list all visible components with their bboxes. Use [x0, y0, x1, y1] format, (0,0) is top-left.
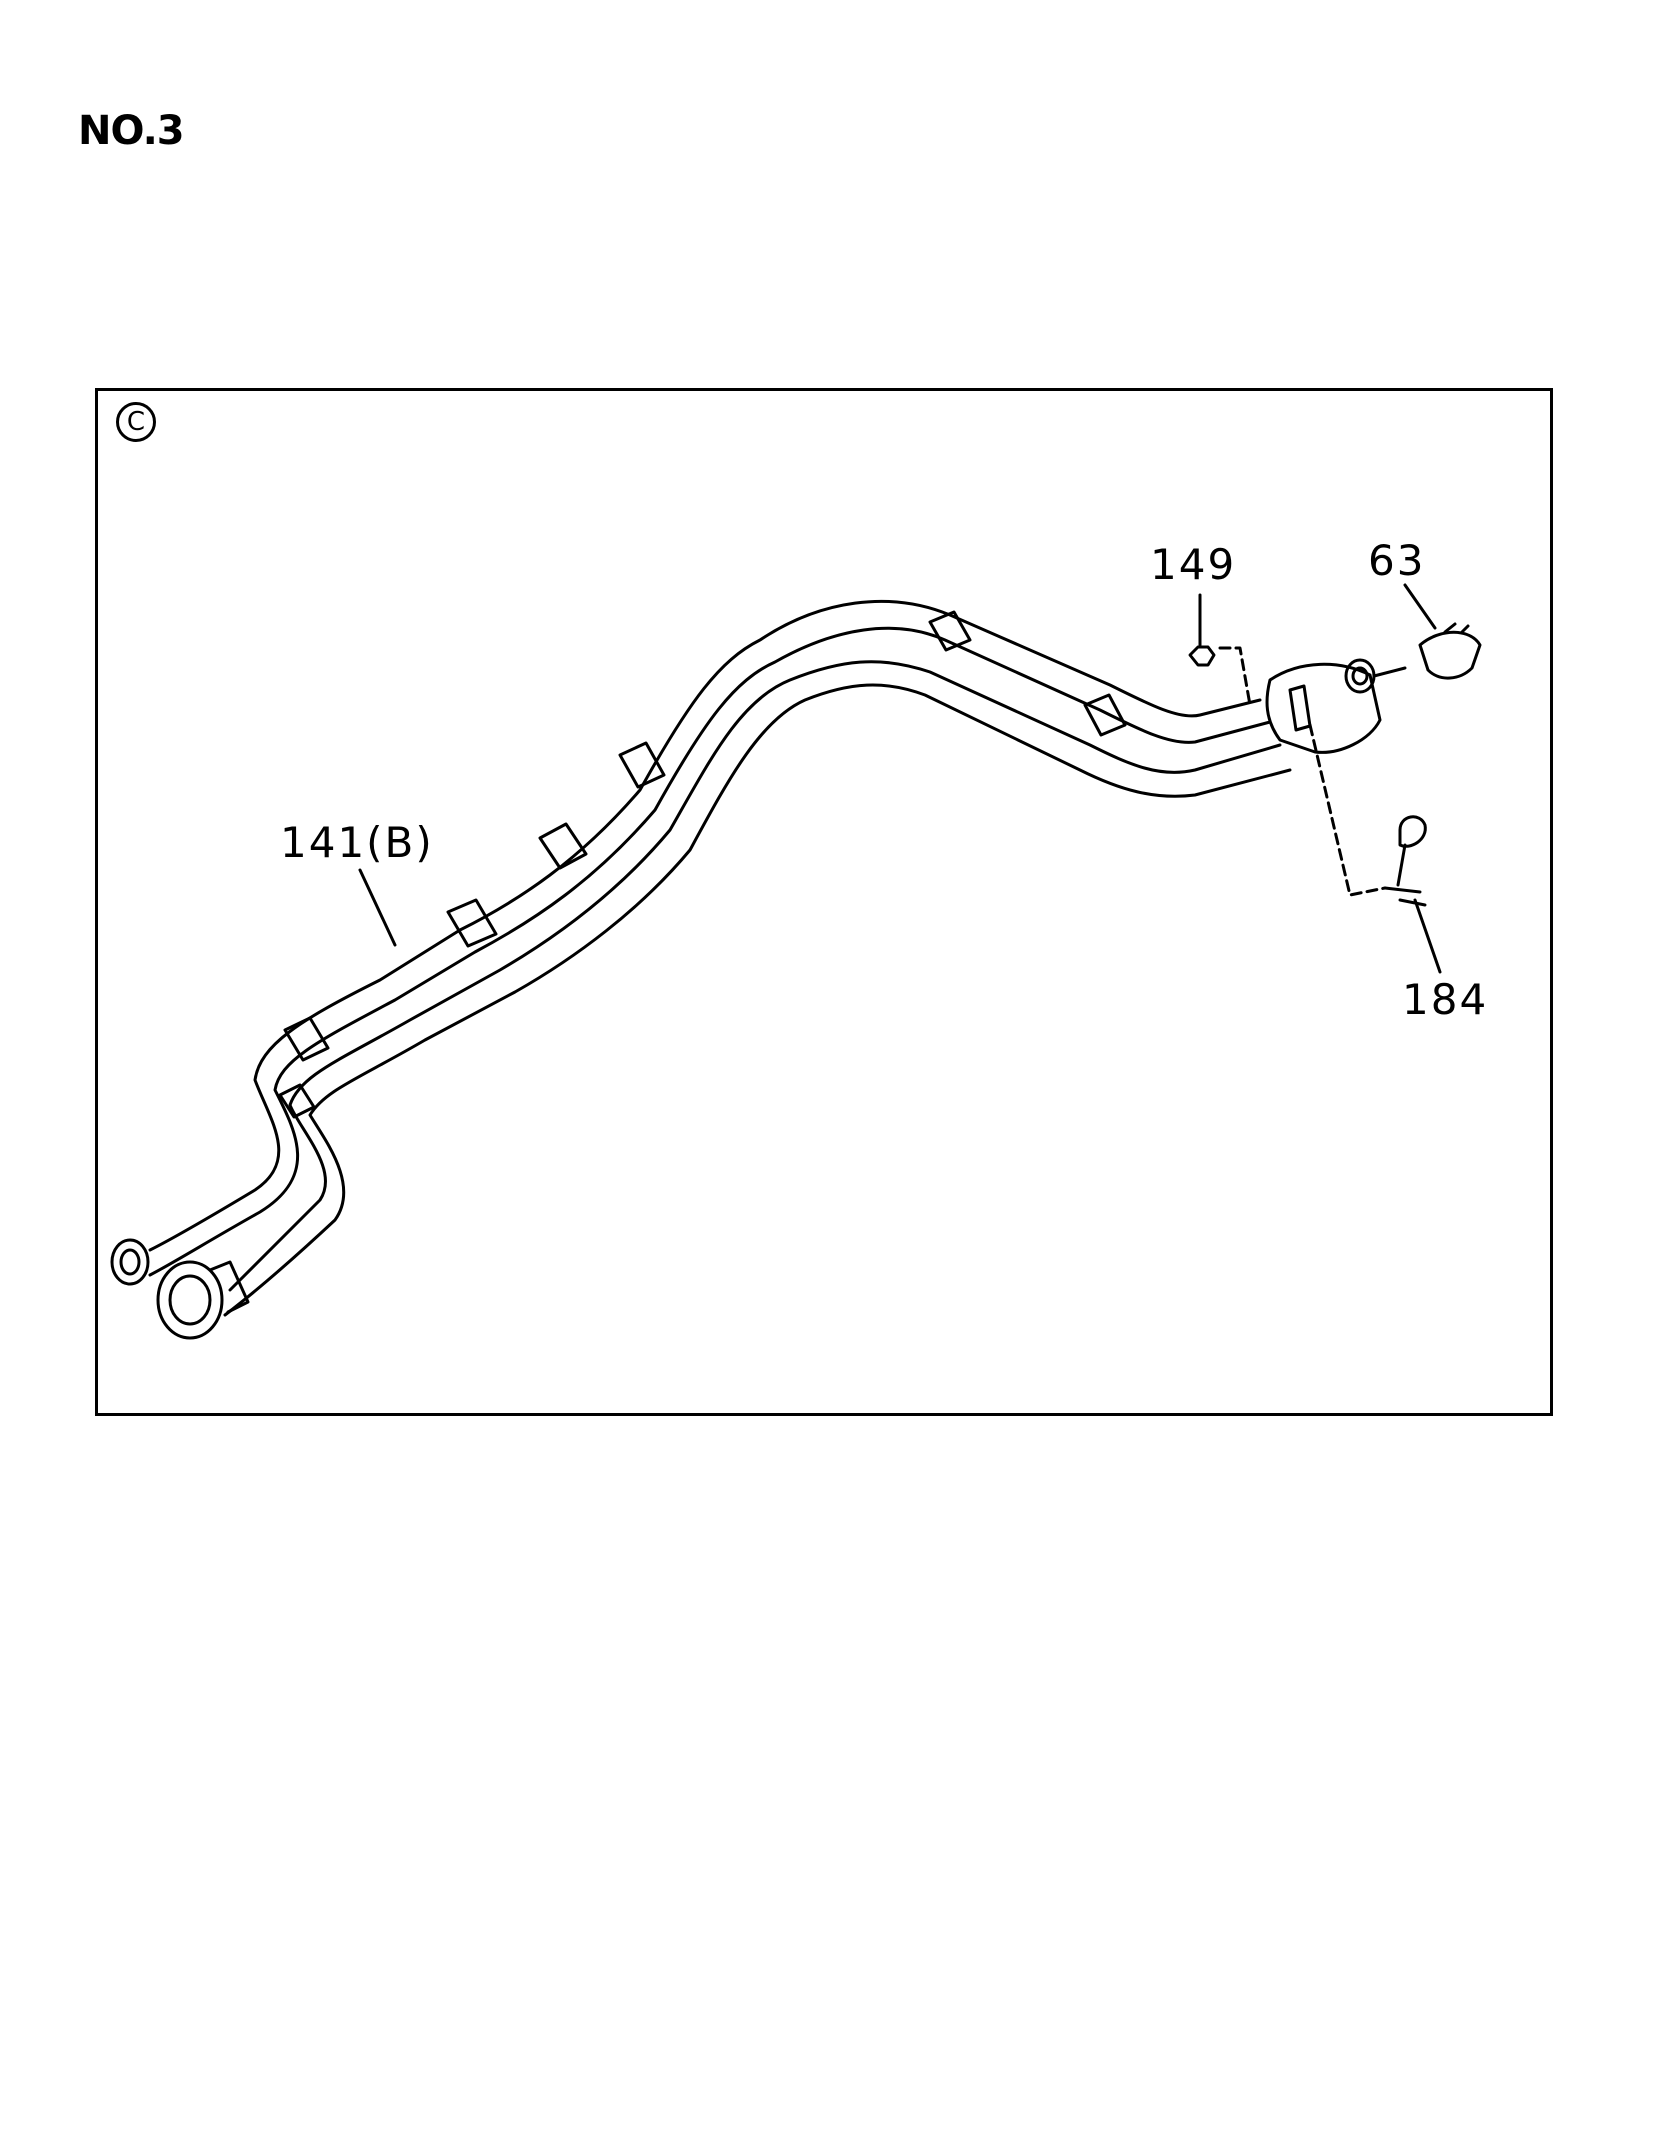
callout-141: 141(B): [280, 818, 434, 867]
diagram-frame: [95, 388, 1553, 1416]
callout-149: 149: [1150, 540, 1237, 589]
leader-lines: [358, 583, 1442, 974]
nut-149: [1188, 645, 1252, 707]
large-fitting-end: [156, 1260, 224, 1340]
callout-184: 184: [1402, 975, 1489, 1024]
valve-body: [1265, 658, 1407, 754]
sensor-184: [1308, 723, 1427, 907]
cap-63: [1418, 622, 1482, 680]
hose-clamps: [278, 610, 1127, 1119]
small-fitting-end: [110, 1238, 150, 1286]
hose-end-fittings: [110, 1238, 250, 1340]
callout-63: 63: [1368, 536, 1426, 585]
leader-184: [1413, 898, 1442, 974]
leader-141: [358, 868, 397, 947]
view-mark-circle: C: [116, 402, 156, 442]
page-title: NO.3: [78, 108, 185, 154]
hose-141-main: [148, 599, 1292, 1317]
view-mark-letter: C: [126, 407, 146, 437]
leader-63: [1403, 583, 1437, 630]
